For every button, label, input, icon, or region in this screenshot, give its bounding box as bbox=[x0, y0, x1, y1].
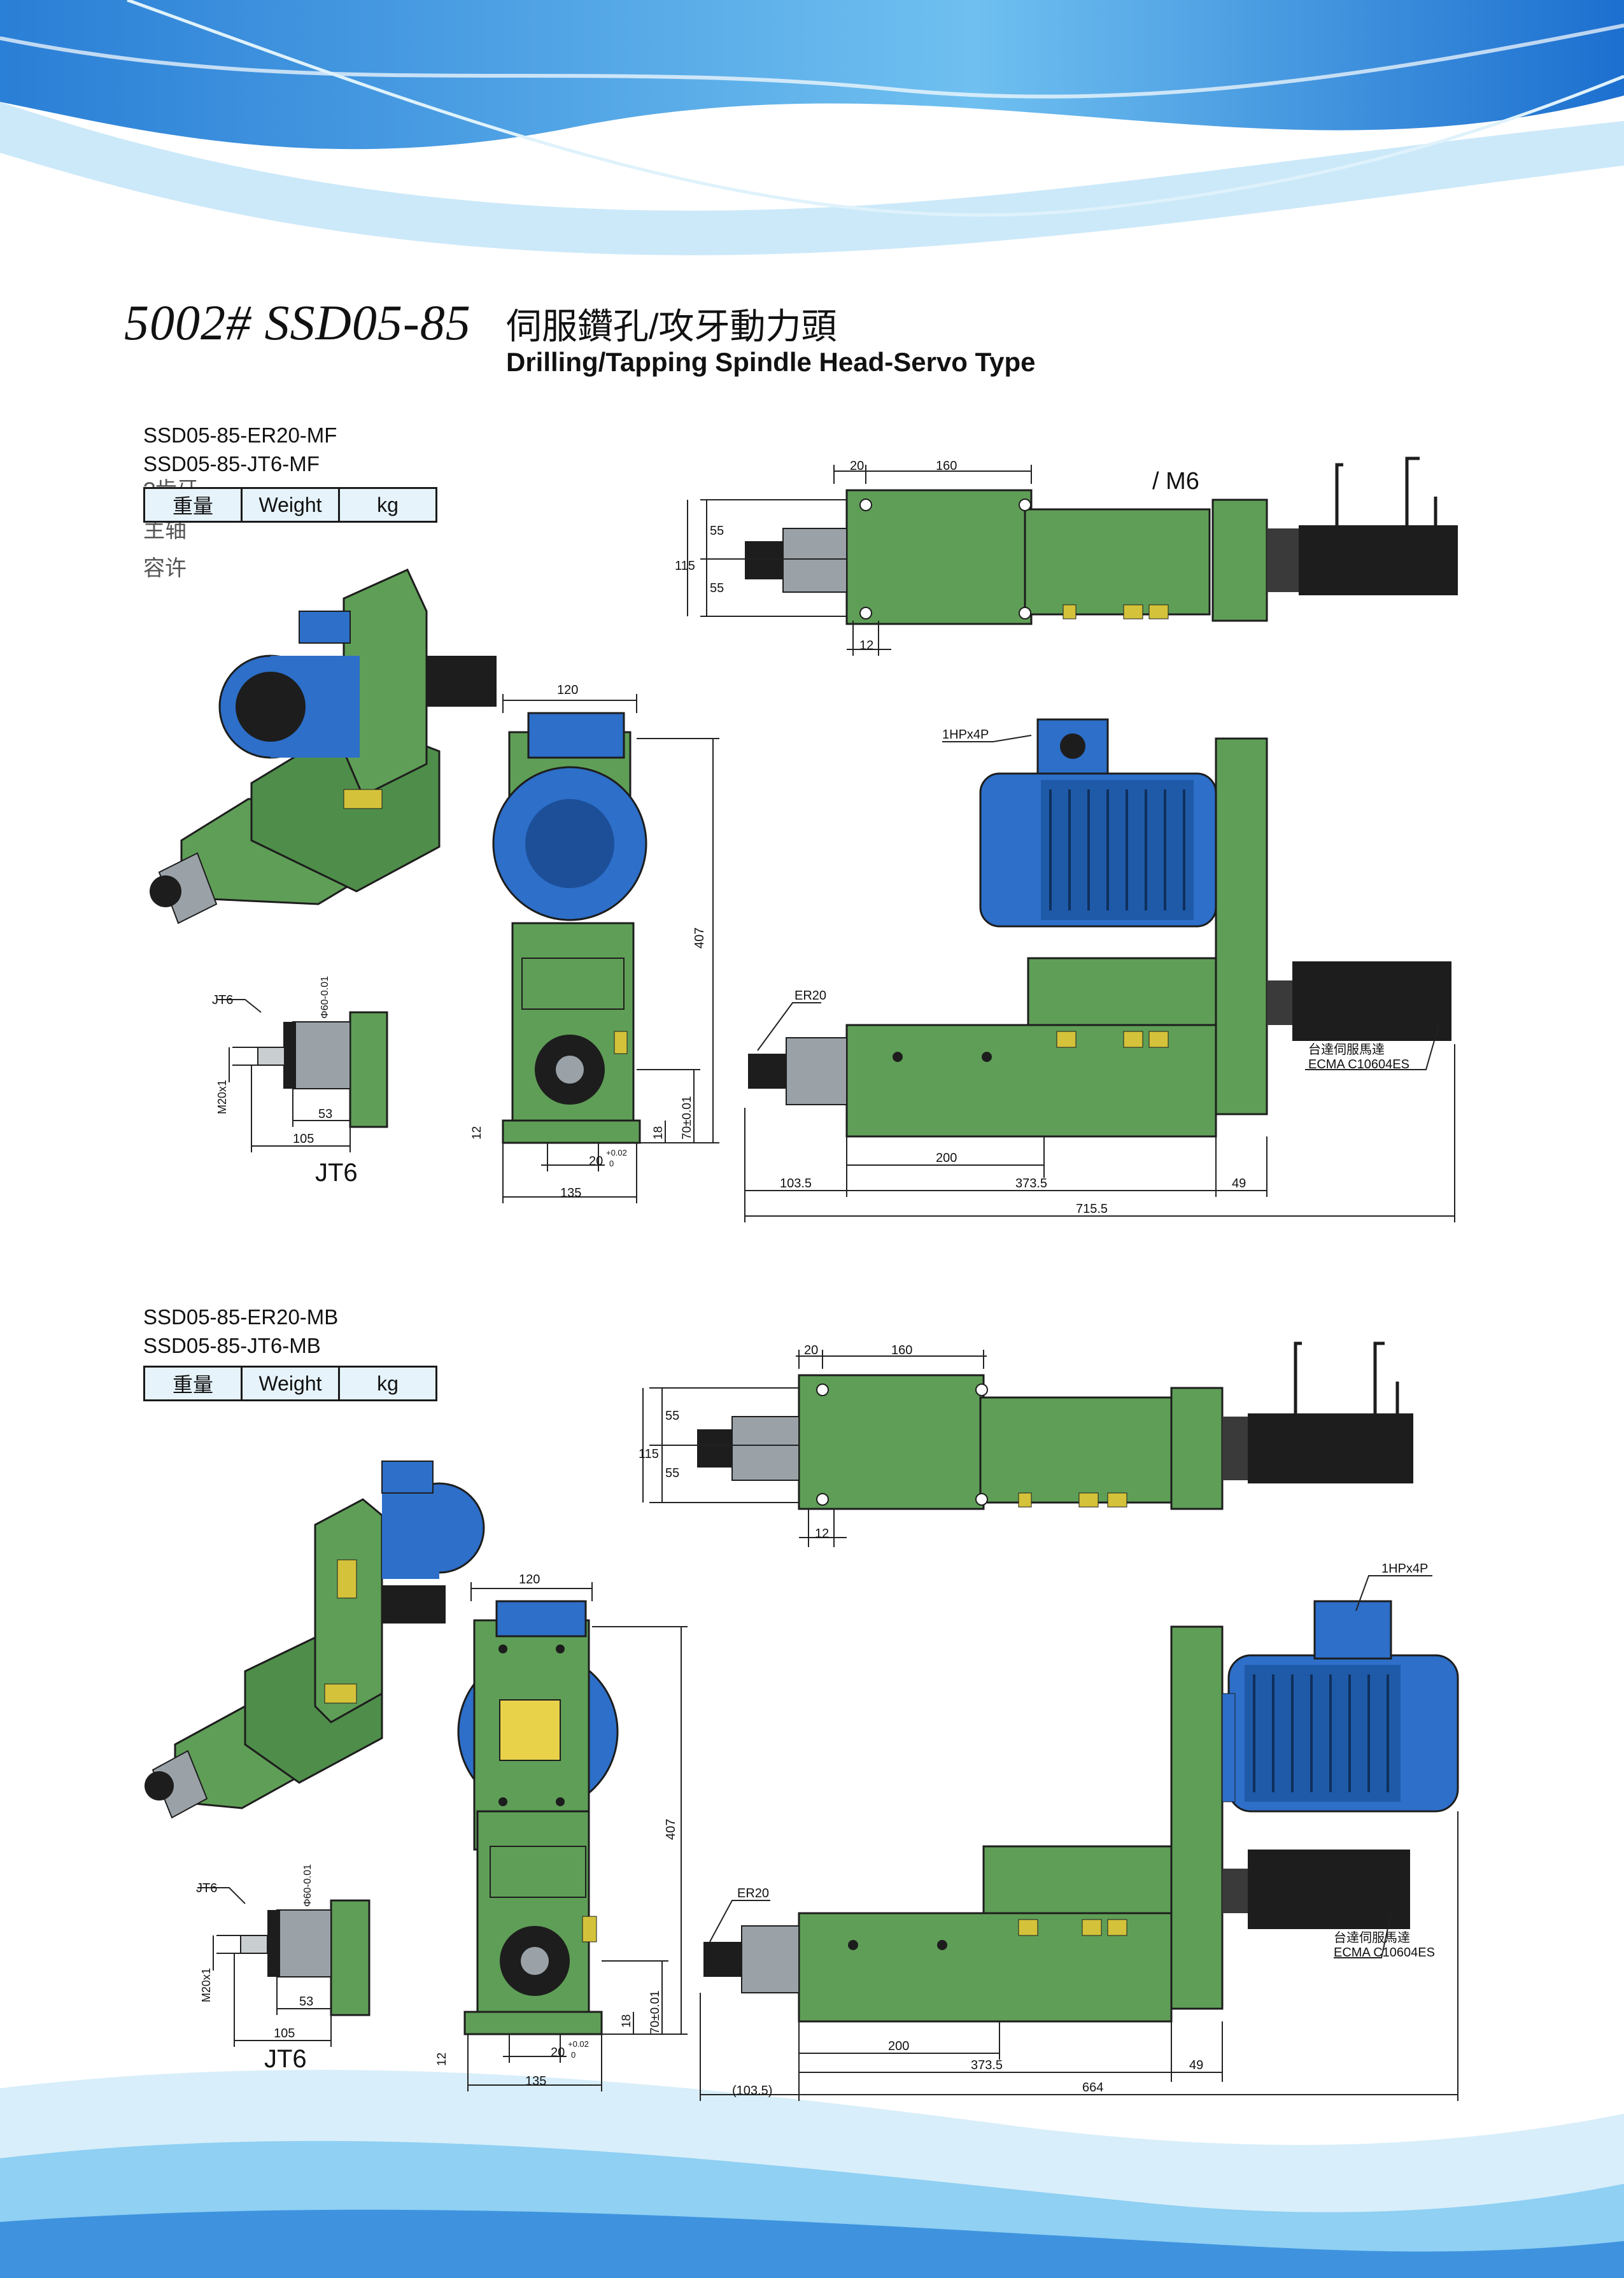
dim-12-top-2: 12 bbox=[815, 1527, 829, 1541]
top-view-1: 20 160 55 55 115 12 bbox=[675, 456, 1458, 656]
dim-20-top-1: 20 bbox=[850, 459, 864, 473]
weight-unit: kg bbox=[338, 487, 437, 523]
m6-label: / M6 bbox=[1152, 468, 1199, 495]
dim-135-front-2: 135 bbox=[525, 2074, 546, 2088]
dim-12b-front-1: 12 bbox=[470, 1126, 484, 1140]
dim-160-top-2: 160 bbox=[891, 1343, 912, 1357]
er20-label-2: ER20 bbox=[737, 1886, 769, 1900]
model-code-jt6-mb: SSD05-85-JT6-MB bbox=[143, 1334, 321, 1357]
tol-plus-front-2: +0.02 bbox=[568, 2039, 589, 2049]
jt6-detail-2: JT6 Φ60-0.01 M20x1 53 105 bbox=[196, 1864, 371, 2047]
section1-drawings: 20 160 55 55 115 12 120 407 bbox=[150, 456, 1458, 1222]
dim-18-front-2: 18 bbox=[620, 2014, 633, 2028]
dim-120-front-1: 120 bbox=[557, 683, 578, 697]
jt6-label-2: JT6 bbox=[264, 2045, 307, 2073]
dim-373-side-2: 373.5 bbox=[971, 2058, 1003, 2072]
motor-label-2: 1HPx4P bbox=[1381, 1562, 1428, 1576]
dim-200-side-1: 200 bbox=[936, 1151, 957, 1165]
overlap-text-3: 容许 bbox=[143, 556, 187, 581]
jt6-detail-1: JT6 Φ60-0.01 M20x1 53 105 bbox=[212, 976, 388, 1152]
dim-20tol-front-2: 20 bbox=[551, 2046, 565, 2060]
dim-115-top-2: 115 bbox=[639, 1447, 659, 1461]
dim-55a-top-1: 55 bbox=[710, 524, 724, 538]
dim-120-front-2: 120 bbox=[519, 1573, 540, 1587]
jt6-label-1: JT6 bbox=[315, 1159, 358, 1187]
dim-70-front-1: 70±0.01 bbox=[681, 1096, 694, 1140]
weight-table-1: 重量 Weight kg bbox=[143, 487, 437, 523]
iso-view-1 bbox=[150, 569, 497, 924]
model-title: 5002# SSD05-85 bbox=[124, 295, 471, 350]
dim-49-side-1: 49 bbox=[1232, 1177, 1246, 1191]
top-view-2: 20 160 55 55 115 12 bbox=[639, 1341, 1413, 1547]
er20-label-1: ER20 bbox=[794, 989, 826, 1003]
dim-160-top-1: 160 bbox=[936, 459, 957, 473]
servo-en-label-2: ECMA C10604ES bbox=[1334, 1946, 1435, 1960]
servo-zh-label-1: 台達伺服馬達 bbox=[1308, 1042, 1385, 1057]
dim-135-front-1: 135 bbox=[560, 1186, 581, 1200]
m20-label-2: M20x1 bbox=[200, 1968, 213, 2002]
dim-715-side-1: 715.5 bbox=[1076, 1202, 1108, 1216]
dim-407-front-2: 407 bbox=[664, 1819, 678, 1840]
model-code-er20-mb: SSD05-85-ER20-MB bbox=[143, 1305, 339, 1329]
tol-zero-front-2: 0 bbox=[571, 2050, 575, 2060]
weight-table-2: 重量 Weight kg bbox=[143, 1366, 437, 1401]
tol-zero-front-1: 0 bbox=[609, 1159, 614, 1168]
phi60-label-1: Φ60-0.01 bbox=[320, 976, 330, 1019]
jt6-tag-2: JT6 bbox=[196, 1881, 217, 1895]
front-view-2: 120 407 70±0.01 18 12 20 +0.02 0 135 bbox=[435, 1573, 688, 2091]
dim-200-side-2: 200 bbox=[888, 2039, 909, 2053]
weight-label-en: Weight bbox=[241, 487, 340, 523]
side-view-2: 1HPx4P ER20 台達伺服馬達 ECMA C10604ES 200 (10… bbox=[700, 1562, 1459, 2101]
dim-55a-top-2: 55 bbox=[665, 1409, 679, 1423]
dim-12b-front-2: 12 bbox=[435, 2053, 449, 2066]
weight-label-en-2: Weight bbox=[241, 1366, 340, 1401]
model-code-jt6-mf: SSD05-85-JT6-MF bbox=[143, 452, 320, 476]
dim-18-front-1: 18 bbox=[652, 1126, 665, 1140]
bottom-wave-background bbox=[0, 2070, 1624, 2278]
dim-12-top-1: 12 bbox=[859, 639, 873, 653]
dim-373-side-1: 373.5 bbox=[1015, 1177, 1047, 1191]
dim-103-side-2: (103.5) bbox=[732, 2084, 772, 2098]
side-view-1: 1HPx4P ER20 台達伺服馬達 ECMA C10604ES 200 103… bbox=[744, 718, 1455, 1222]
weight-label-zh-2: 重量 bbox=[143, 1366, 243, 1401]
m20-label-1: M20x1 bbox=[216, 1080, 229, 1114]
dim-49-side-2: 49 bbox=[1189, 2058, 1203, 2072]
front-view-1: 120 407 70±0.01 18 12 20 +0.02 0 135 bbox=[470, 683, 719, 1203]
jt6-tag-1: JT6 bbox=[212, 993, 233, 1007]
dim-105-jt6-1: 105 bbox=[293, 1132, 314, 1146]
weight-unit-2: kg bbox=[338, 1366, 437, 1401]
motor-label-1: 1HPx4P bbox=[942, 728, 989, 742]
title-chinese: 伺服鑽孔/攻牙動力頭 bbox=[506, 306, 837, 346]
dim-70-front-2: 70±0.01 bbox=[649, 1990, 662, 2034]
servo-zh-label-2: 台達伺服馬達 bbox=[1334, 1930, 1410, 1945]
phi60-label-2: Φ60-0.01 bbox=[302, 1864, 313, 1907]
dim-115-top-1: 115 bbox=[675, 559, 695, 573]
dim-664-side-2: 664 bbox=[1082, 2081, 1103, 2095]
dim-407-front-1: 407 bbox=[693, 928, 707, 949]
dim-20-top-2: 20 bbox=[804, 1343, 818, 1357]
servo-en-label-1: ECMA C10604ES bbox=[1308, 1058, 1409, 1072]
dim-103-side-1: 103.5 bbox=[780, 1177, 812, 1191]
tol-plus-front-1: +0.02 bbox=[606, 1148, 627, 1157]
weight-label-zh: 重量 bbox=[143, 487, 243, 523]
section2-drawings: 20 160 55 55 115 12 120 bbox=[145, 1341, 1459, 2101]
dim-20tol-front-1: 20 bbox=[589, 1154, 603, 1168]
title-english: Drilling/Tapping Spindle Head-Servo Type bbox=[506, 347, 1036, 377]
model-code-er20-mf: SSD05-85-ER20-MF bbox=[143, 423, 337, 447]
dim-53-jt6-2: 53 bbox=[299, 1995, 313, 2009]
dim-55b-top-1: 55 bbox=[710, 581, 724, 595]
iso-view-2 bbox=[145, 1461, 485, 1819]
dim-105-jt6-2: 105 bbox=[274, 2027, 295, 2041]
dim-55b-top-2: 55 bbox=[665, 1466, 679, 1480]
top-wave-background bbox=[0, 0, 1624, 255]
dim-53-jt6-1: 53 bbox=[318, 1107, 332, 1121]
